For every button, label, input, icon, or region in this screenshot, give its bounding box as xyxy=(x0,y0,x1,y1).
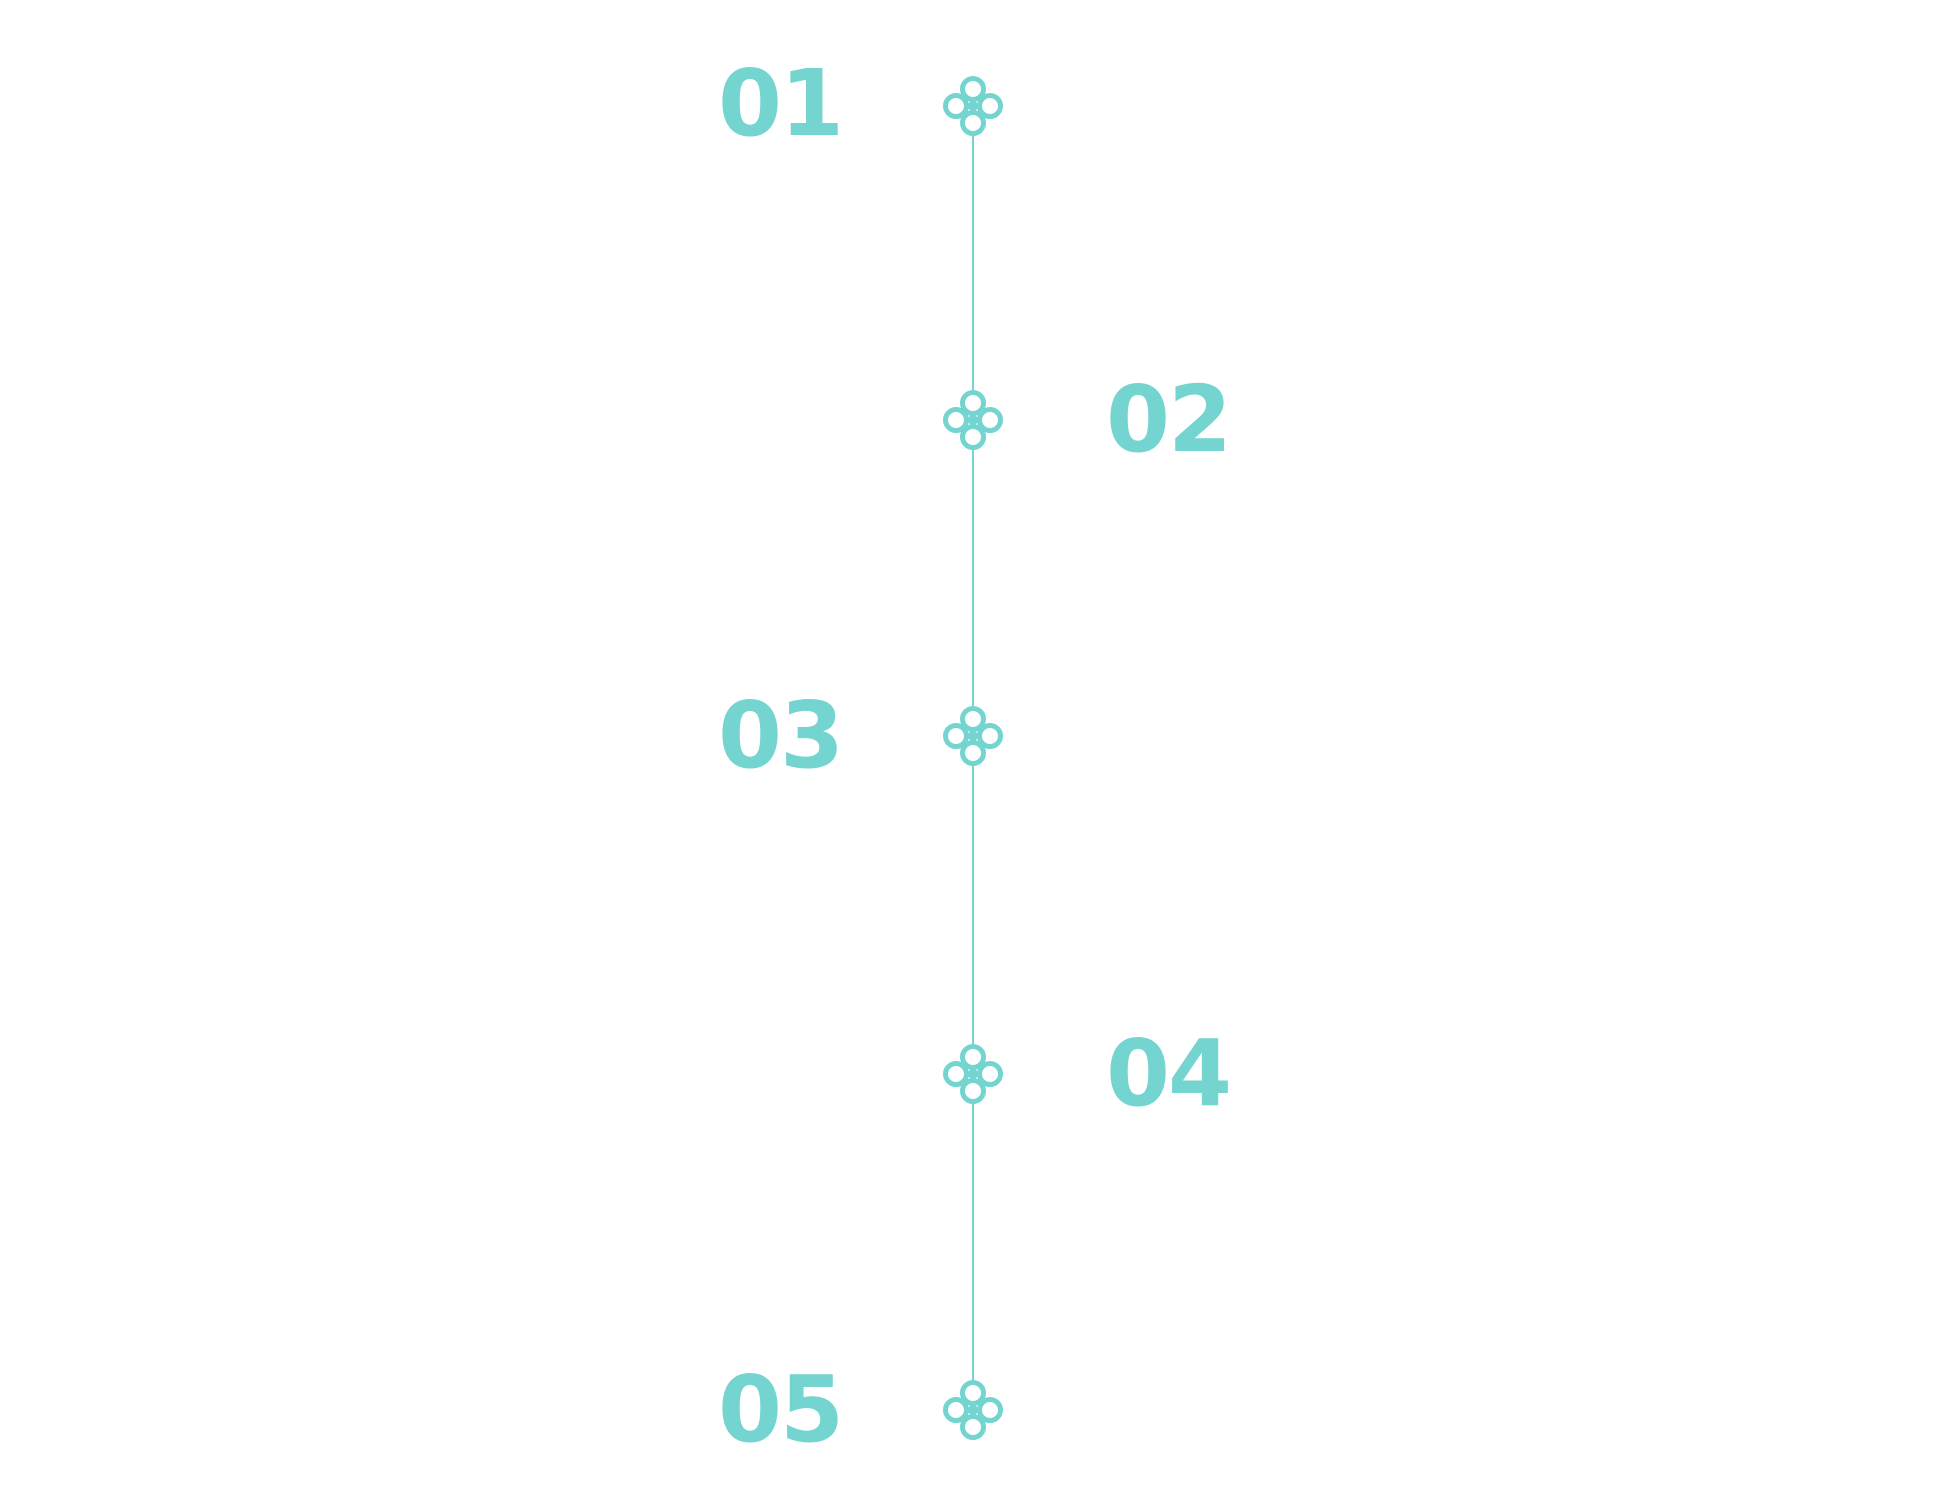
flower-node-icon xyxy=(943,1380,1003,1440)
step-label-02: 02 xyxy=(1106,366,1232,473)
step-label-04: 04 xyxy=(1106,1020,1232,1127)
step-label-05: 05 xyxy=(718,1356,844,1463)
step-label-03: 03 xyxy=(718,682,844,789)
flower-node-icon xyxy=(943,390,1003,450)
timeline-nodes xyxy=(943,76,1003,1440)
step-label-01: 01 xyxy=(718,50,844,157)
flower-node-icon xyxy=(943,1044,1003,1104)
flower-node-icon xyxy=(943,76,1003,136)
flower-node-icon xyxy=(943,706,1003,766)
